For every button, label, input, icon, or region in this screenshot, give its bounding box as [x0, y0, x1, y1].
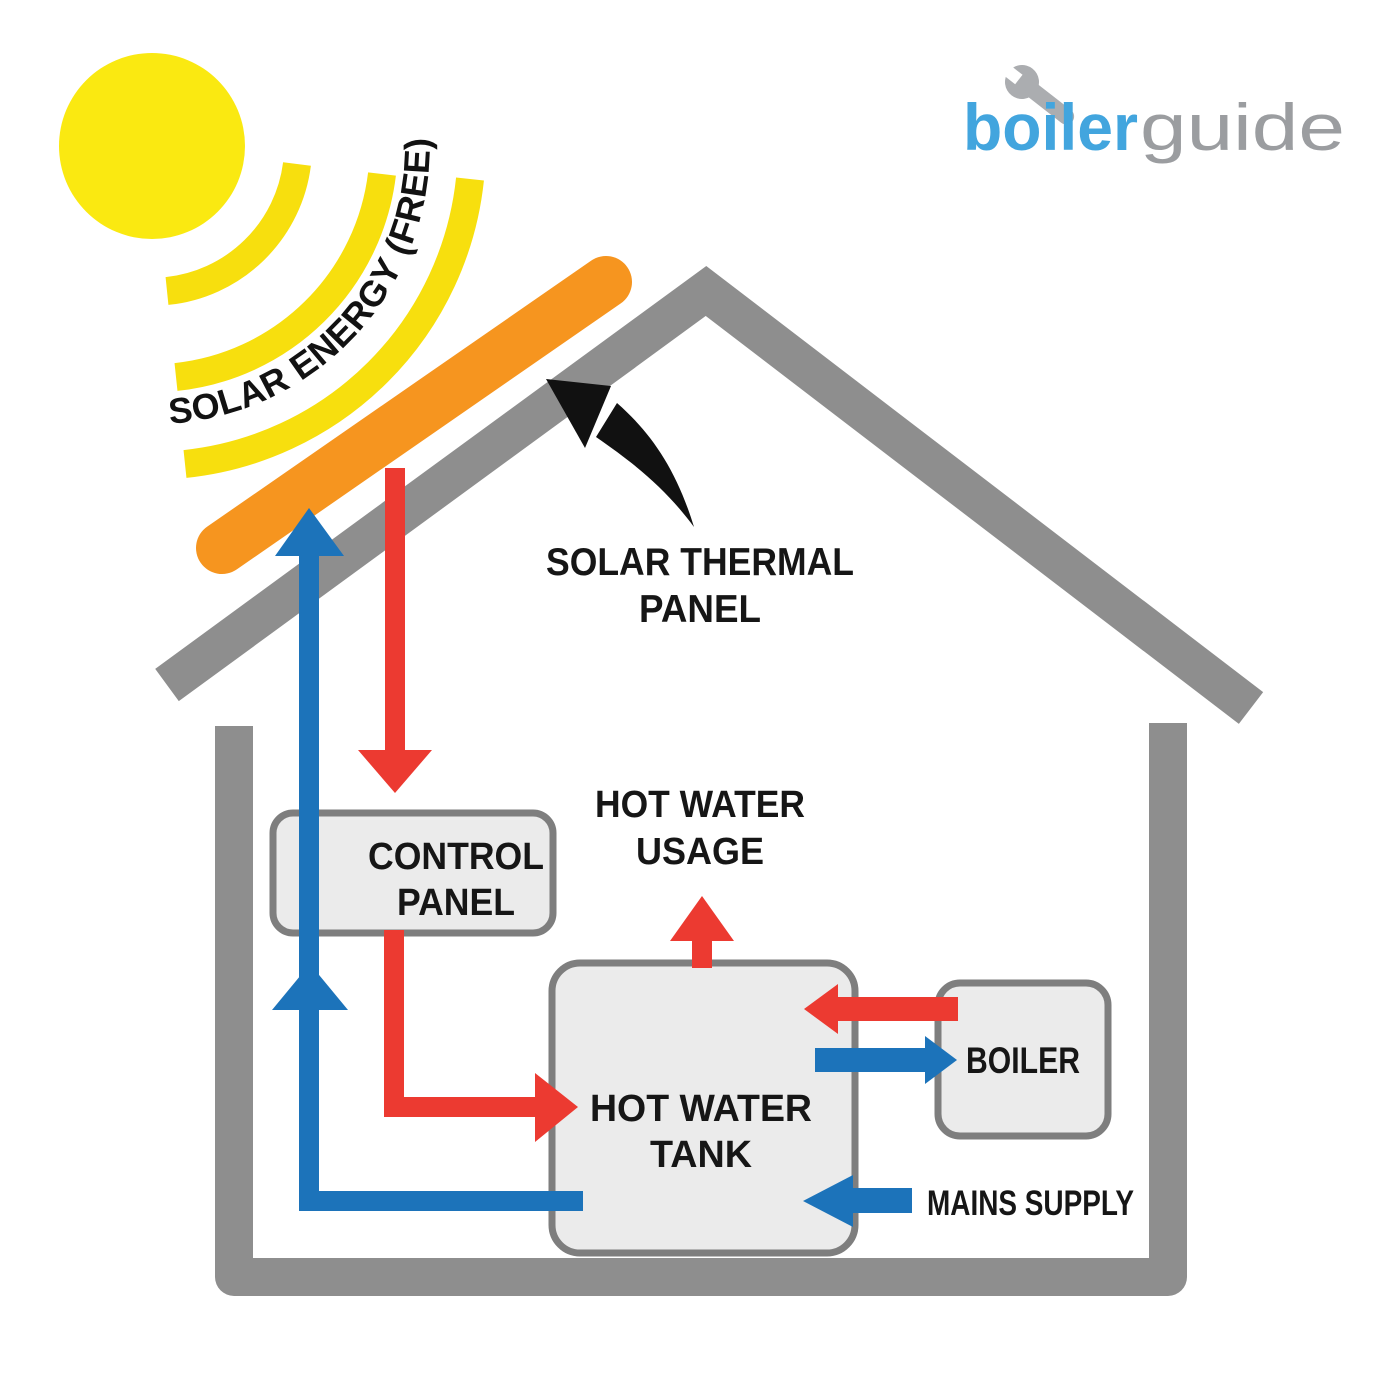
tank-label-line2: TANK	[650, 1134, 753, 1176]
cold-water-flow	[272, 508, 957, 1227]
hot-arrow-usage	[670, 896, 734, 941]
control-panel-box	[269, 809, 557, 937]
sun-ray-arc-inner	[165, 161, 311, 305]
callout-arrow-head	[546, 379, 611, 448]
hot-arrow-into-tank	[535, 1073, 578, 1142]
logo-text-guide: guide	[1140, 90, 1345, 164]
house-roof	[155, 266, 1264, 724]
cold-pipe-mains	[852, 1188, 912, 1213]
label-mains-supply: MAINS SUPPLY	[927, 1184, 1134, 1223]
boiler-label: BOILER	[966, 1040, 1080, 1081]
hot-pipe-boiler	[838, 997, 958, 1021]
control-panel-label-line2: PANEL	[397, 882, 515, 924]
hot-arrow-into-control	[358, 750, 432, 793]
house-walls-floor	[215, 723, 1187, 1296]
tank-label-line1: HOT WATER	[590, 1088, 812, 1130]
house	[155, 266, 1264, 1296]
hot-pipe-control-to-tank	[384, 930, 537, 1117]
cold-arrow-into-panel	[275, 508, 344, 556]
cold-arrow-into-boiler	[925, 1036, 957, 1084]
cold-pipe-loop	[299, 553, 583, 1211]
cold-pipe-tank-to-boiler	[815, 1048, 927, 1072]
label-usage-line2: USAGE	[636, 831, 764, 873]
annotations: SOLAR THERMAL PANEL HOT WATER USAGE MAIN…	[546, 541, 1134, 1223]
cold-arrow-mains	[803, 1175, 853, 1227]
label-solar-thermal-line1: SOLAR THERMAL	[546, 541, 854, 584]
panel-callout-arrow	[546, 379, 694, 527]
callout-arrow-tail	[596, 403, 694, 527]
control-panel-label-line1: CONTROL	[368, 836, 544, 878]
label-solar-thermal-line2: PANEL	[639, 588, 761, 631]
hot-arrow-boiler-to-tank	[804, 984, 838, 1034]
hot-water-flow	[358, 468, 958, 1142]
sun-icon	[59, 53, 245, 239]
sun-ray-arc-outer	[183, 177, 484, 478]
component-boxes: CONTROL PANEL HOT WATER TANK BOILER	[269, 809, 1112, 1257]
wrench-icon	[994, 58, 1075, 125]
hot-pipe-panel-down	[385, 468, 405, 752]
cold-arrow-mid	[272, 964, 348, 1010]
hot-pipe-usage	[692, 938, 712, 968]
solar-thermal-panel	[196, 256, 632, 574]
logo-text-boiler: boiler	[963, 90, 1138, 164]
logo: boiler guide	[963, 58, 1345, 164]
sun-ray-arc-middle	[174, 172, 396, 391]
label-usage-line1: HOT WATER	[595, 784, 805, 826]
